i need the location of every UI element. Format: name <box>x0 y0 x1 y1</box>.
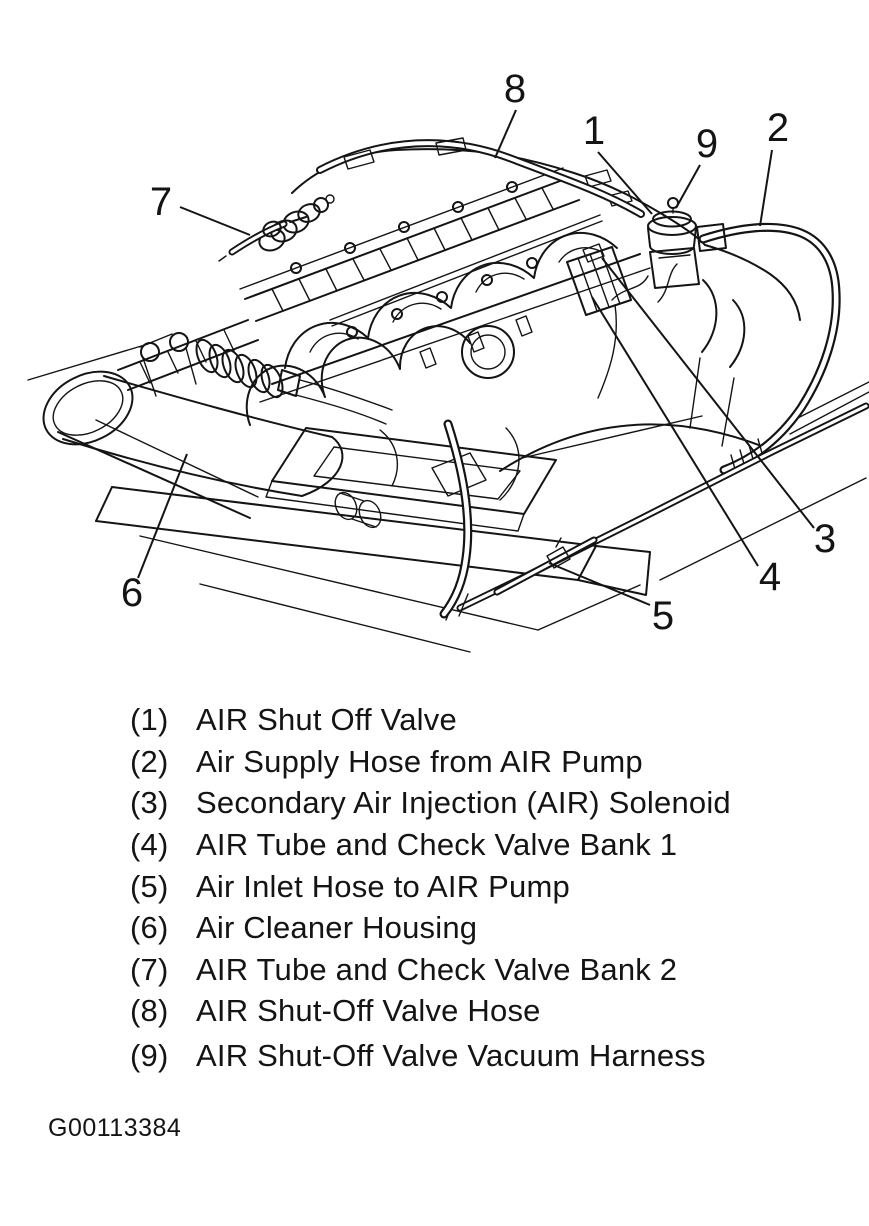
air-tube-bank2 <box>218 216 307 262</box>
air-solenoid <box>566 243 632 316</box>
leader-line-2 <box>759 149 773 227</box>
engine-right-details <box>584 169 801 447</box>
callout-labels: 1 2 3 4 5 6 7 8 9 <box>121 67 836 638</box>
legend-item-3: (3) Secondary Air Injection (AIR) Soleno… <box>130 785 869 821</box>
legend-item-5: (5) Air Inlet Hose to AIR Pump <box>130 869 869 905</box>
leader-line-9 <box>675 164 701 209</box>
air-shutoff-valve <box>647 197 700 289</box>
leader-line-1 <box>597 151 653 215</box>
engine-diagram: 1 2 3 4 5 6 7 8 9 <box>27 67 869 653</box>
leader-lines <box>137 109 815 606</box>
callout-label-9: 9 <box>696 122 718 166</box>
callout-label-2: 2 <box>767 106 789 150</box>
legend-item-2: (2) Air Supply Hose from AIR Pump <box>130 744 869 780</box>
leader-line-8 <box>494 109 517 159</box>
leader-line-3 <box>601 257 815 529</box>
callout-label-1: 1 <box>583 109 605 153</box>
legend-item-label: Air Supply Hose from AIR Pump <box>196 743 643 779</box>
figure-code: G00113384 <box>48 1113 182 1142</box>
legend-item-7: (7) AIR Tube and Check Valve Bank 2 <box>130 952 869 988</box>
callout-label-5: 5 <box>652 594 674 638</box>
legend-item-label: AIR Shut-Off Valve Hose <box>196 993 541 1029</box>
legend-item-number: (8) <box>130 993 169 1029</box>
leader-line-6 <box>137 453 188 579</box>
callout-label-4: 4 <box>759 555 781 599</box>
legend-item-number: (6) <box>130 910 169 946</box>
callout-label-6: 6 <box>121 571 143 615</box>
legend-item-4: (4) AIR Tube and Check Valve Bank 1 <box>130 827 869 863</box>
legend-item-number: (5) <box>130 868 169 904</box>
legend-item-label: AIR Shut Off Valve <box>196 702 457 737</box>
legend-item-label: Secondary Air Injection (AIR) Solenoid <box>196 785 731 821</box>
leader-line-4 <box>591 296 759 567</box>
intake-elbow-duct <box>439 419 473 619</box>
legend-item-label: Air Inlet Hose to AIR Pump <box>196 868 570 904</box>
legend-item-label: AIR Tube and Check Valve Bank 1 <box>196 826 678 862</box>
callout-label-7: 7 <box>150 180 172 224</box>
legend-item-8: (8) AIR Shut-Off Valve Hose <box>130 993 869 1029</box>
legend-item-label: Air Cleaner Housing <box>196 910 478 946</box>
air-cleaner-housing <box>42 370 557 532</box>
legend-item-number: (2) <box>130 743 169 779</box>
parts-legend: (1) AIR Shut Off Valve (2) Air Supply Ho… <box>130 702 869 1074</box>
inlet-hose <box>493 536 598 596</box>
callout-label-3: 3 <box>814 517 836 561</box>
callout-label-8: 8 <box>504 67 526 111</box>
engine-lower-details <box>334 325 765 529</box>
legend-item-number: (3) <box>130 785 169 821</box>
engine-line-art <box>27 137 869 653</box>
legend-item-number: (7) <box>130 951 169 987</box>
legend-item-number: (4) <box>130 826 169 862</box>
legend-item-9: (9) AIR Shut-Off Valve Vacuum Harness <box>130 1038 869 1074</box>
leader-line-5 <box>548 562 651 606</box>
leader-line-7 <box>179 206 251 236</box>
legend-item-label: AIR Tube and Check Valve Bank 2 <box>196 951 678 987</box>
intake-manifold <box>245 214 651 426</box>
legend-item-6: (6) Air Cleaner Housing <box>130 910 869 946</box>
legend-item-1: (1) AIR Shut Off Valve <box>130 702 869 738</box>
fuel-rail <box>117 167 580 391</box>
supply-hose <box>696 222 841 475</box>
legend-item-number: (1) <box>130 702 169 737</box>
flex-duct <box>195 338 393 425</box>
legend-item-label: AIR Shut-Off Valve Vacuum Harness <box>196 1038 706 1074</box>
shutoff-valve-hose <box>316 137 645 218</box>
mount-bracket <box>139 332 197 397</box>
legend-item-number: (9) <box>130 1038 169 1074</box>
